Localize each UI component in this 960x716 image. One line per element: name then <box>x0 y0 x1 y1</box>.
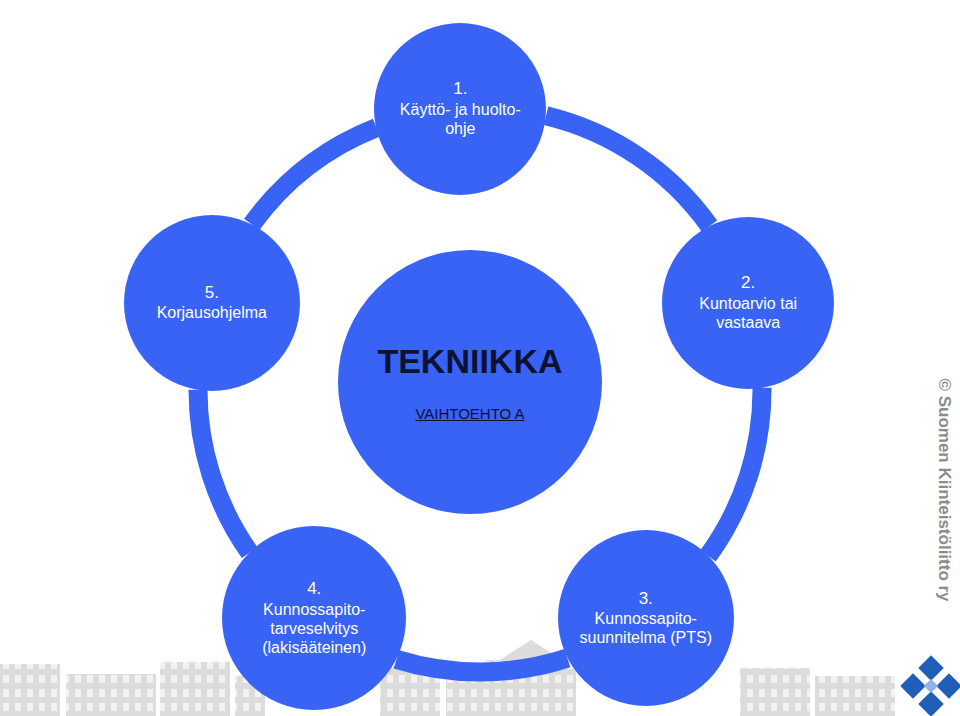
ring-segment <box>396 658 567 672</box>
ring-segment <box>546 116 709 226</box>
step-circle: 1.Käyttö- ja huolto- ohje <box>374 23 546 195</box>
step-number: 3. <box>639 589 653 609</box>
center-subtitle: VAIHTOEHTO A <box>415 405 524 422</box>
step-circle: 3.Kunnossapito- suunnitelma (PTS) <box>558 530 734 706</box>
circle-shape <box>124 215 300 391</box>
step-label: Kunnossapito- suunnitelma (PTS) <box>577 609 714 647</box>
center-circle: TEKNIIKKA VAIHTOEHTO A <box>338 250 602 514</box>
center-title: TEKNIIKKA <box>377 342 562 381</box>
step-number: 1. <box>453 79 467 99</box>
step-label: Kunnossapito- tarveselvitys (lakisäätein… <box>242 600 386 658</box>
circle-shape <box>222 526 406 710</box>
ring-segment <box>252 128 377 225</box>
ring-segment <box>198 390 250 553</box>
step-circle: 5.Korjausohjelma <box>124 215 300 391</box>
logo-diamonds <box>900 655 960 716</box>
step-circle: 4.Kunnossapito- tarveselvitys (lakisääte… <box>222 526 406 710</box>
step-label: Korjausohjelma <box>157 303 267 322</box>
copyright-watermark: © Suomen Kiinteistöliitto ry <box>934 378 954 601</box>
step-label: Kuntoarvio tai vastaava <box>681 294 815 332</box>
step-label: Käyttö- ja huolto- ohje <box>393 100 527 138</box>
step-number: 2. <box>741 273 755 293</box>
ring-segment <box>708 388 762 556</box>
step-number: 5. <box>205 283 219 303</box>
building-silhouettes <box>0 640 895 716</box>
step-circle: 2.Kuntoarvio tai vastaava <box>662 217 834 389</box>
step-number: 4. <box>307 579 321 599</box>
circle-shape <box>338 250 602 514</box>
